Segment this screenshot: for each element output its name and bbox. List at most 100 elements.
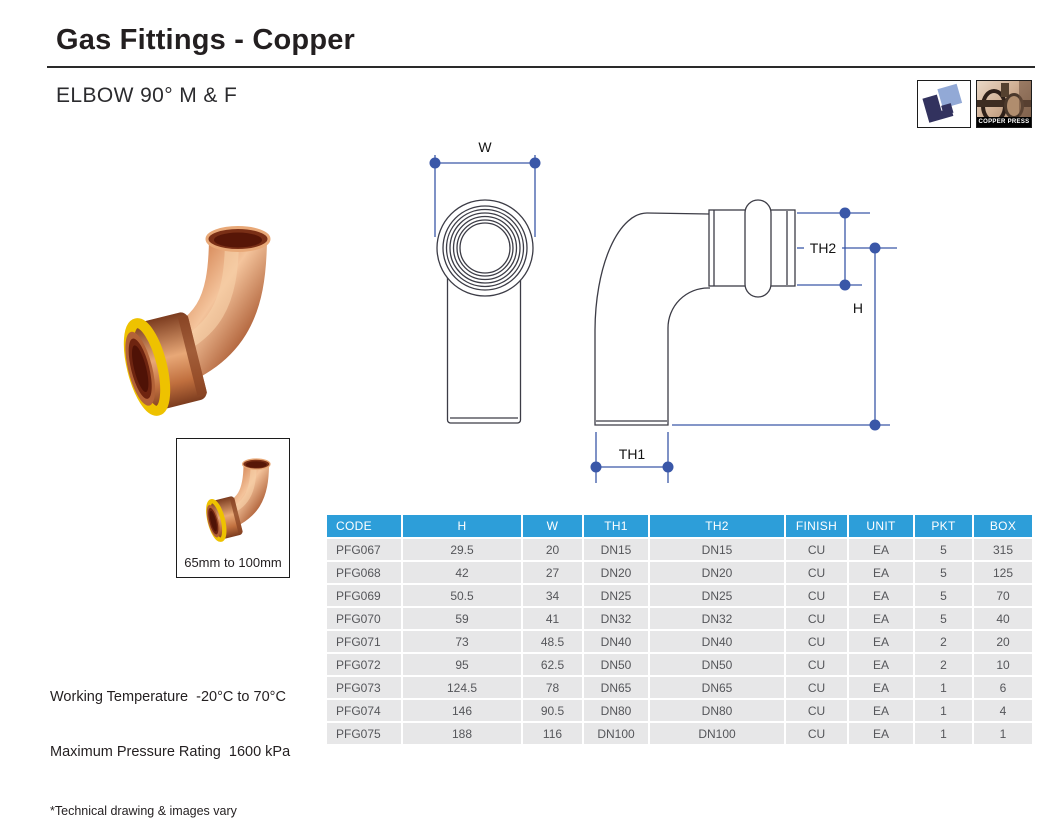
- table-cell: CU: [784, 537, 849, 562]
- table-cell: 146: [401, 698, 523, 723]
- page-subtitle: ELBOW 90° M & F: [56, 84, 238, 107]
- table-cell: 62.5: [521, 652, 584, 677]
- table-cell: 6: [972, 675, 1034, 700]
- table-cell: 315: [972, 537, 1034, 562]
- table-cell: 2: [913, 652, 974, 677]
- table-cell: CU: [784, 721, 849, 746]
- table-cell: EA: [847, 652, 915, 677]
- table-cell: EA: [847, 606, 915, 631]
- working-temperature-note: Working Temperature -20°C to 70°C: [50, 689, 286, 705]
- table-cell: DN15: [648, 537, 786, 562]
- table-cell: EA: [847, 675, 915, 700]
- table-cell: PFG072: [325, 652, 403, 677]
- column-header: H: [401, 513, 523, 539]
- table-cell: 20: [521, 537, 584, 562]
- column-header: PKT: [913, 513, 974, 539]
- brand-logo: [917, 80, 971, 128]
- w-label: W: [478, 139, 492, 155]
- table-cell: DN15: [582, 537, 650, 562]
- page-title: Gas Fittings - Copper: [56, 24, 356, 56]
- table-cell: 20: [972, 629, 1034, 654]
- pressure-rating-note: Maximum Pressure Rating 1600 kPa: [50, 744, 291, 760]
- table-cell: 116: [521, 721, 584, 746]
- table-cell: DN65: [648, 675, 786, 700]
- table-cell: CU: [784, 606, 849, 631]
- column-header: CODE: [325, 513, 403, 539]
- table-cell: PFG071: [325, 629, 403, 654]
- table-cell: 125: [972, 560, 1034, 585]
- photo-shade: [1019, 81, 1031, 119]
- table-cell: DN80: [582, 698, 650, 723]
- table-cell: 188: [401, 721, 523, 746]
- column-header: TH2: [648, 513, 786, 539]
- table-cell: PFG075: [325, 721, 403, 746]
- column-header: UNIT: [847, 513, 915, 539]
- table-cell: CU: [784, 652, 849, 677]
- table-cell: EA: [847, 537, 915, 562]
- table-cell: DN20: [582, 560, 650, 585]
- copper-press-label: COPPER PRESS: [977, 117, 1031, 127]
- press-tool-icon: [1001, 83, 1009, 97]
- product-photo: [123, 226, 271, 416]
- table-cell: 34: [521, 583, 584, 608]
- table-cell: 95: [401, 652, 523, 677]
- table-cell: EA: [847, 721, 915, 746]
- table-cell: DN100: [582, 721, 650, 746]
- table-cell: 1: [913, 698, 974, 723]
- table-cell: 41: [521, 606, 584, 631]
- table-cell: EA: [847, 560, 915, 585]
- table-cell: DN50: [648, 652, 786, 677]
- table-cell: DN65: [582, 675, 650, 700]
- table-cell: DN40: [648, 629, 786, 654]
- table-cell: DN100: [648, 721, 786, 746]
- table-cell: PFG070: [325, 606, 403, 631]
- table-cell: 59: [401, 606, 523, 631]
- copper-press-logo: COPPER PRESS: [976, 80, 1032, 128]
- table-cell: CU: [784, 560, 849, 585]
- column-header: TH1: [582, 513, 650, 539]
- front-view: [436, 199, 534, 424]
- column-header: FINISH: [784, 513, 849, 539]
- table-cell: 50.5: [401, 583, 523, 608]
- table-cell: EA: [847, 698, 915, 723]
- table-cell: CU: [784, 583, 849, 608]
- table-cell: EA: [847, 629, 915, 654]
- table-cell: PFG069: [325, 583, 403, 608]
- dimension-lines: [429, 155, 897, 483]
- table-cell: 42: [401, 560, 523, 585]
- table-cell: 1: [913, 721, 974, 746]
- table-cell: 1: [972, 721, 1034, 746]
- table-cell: DN32: [582, 606, 650, 631]
- th2-label: TH2: [810, 240, 837, 256]
- table-cell: 5: [913, 537, 974, 562]
- table-cell: 5: [913, 583, 974, 608]
- table-cell: 5: [913, 560, 974, 585]
- table-cell: PFG067: [325, 537, 403, 562]
- table-cell: DN32: [648, 606, 786, 631]
- table-cell: DN20: [648, 560, 786, 585]
- table-cell: 29.5: [401, 537, 523, 562]
- table-cell: PFG073: [325, 675, 403, 700]
- notes-block: Working Temperature -20°C to 70°C Maximu…: [50, 652, 290, 818]
- table-cell: DN25: [648, 583, 786, 608]
- table-cell: 27: [521, 560, 584, 585]
- table-cell: 5: [913, 606, 974, 631]
- table-cell: 4: [972, 698, 1034, 723]
- table-cell: 40: [972, 606, 1034, 631]
- table-cell: CU: [784, 698, 849, 723]
- table-cell: CU: [784, 629, 849, 654]
- table-cell: 90.5: [521, 698, 584, 723]
- product-thumbnail: [206, 458, 271, 542]
- thumbnail-caption: 65mm to 100mm: [184, 555, 282, 570]
- table-cell: DN50: [582, 652, 650, 677]
